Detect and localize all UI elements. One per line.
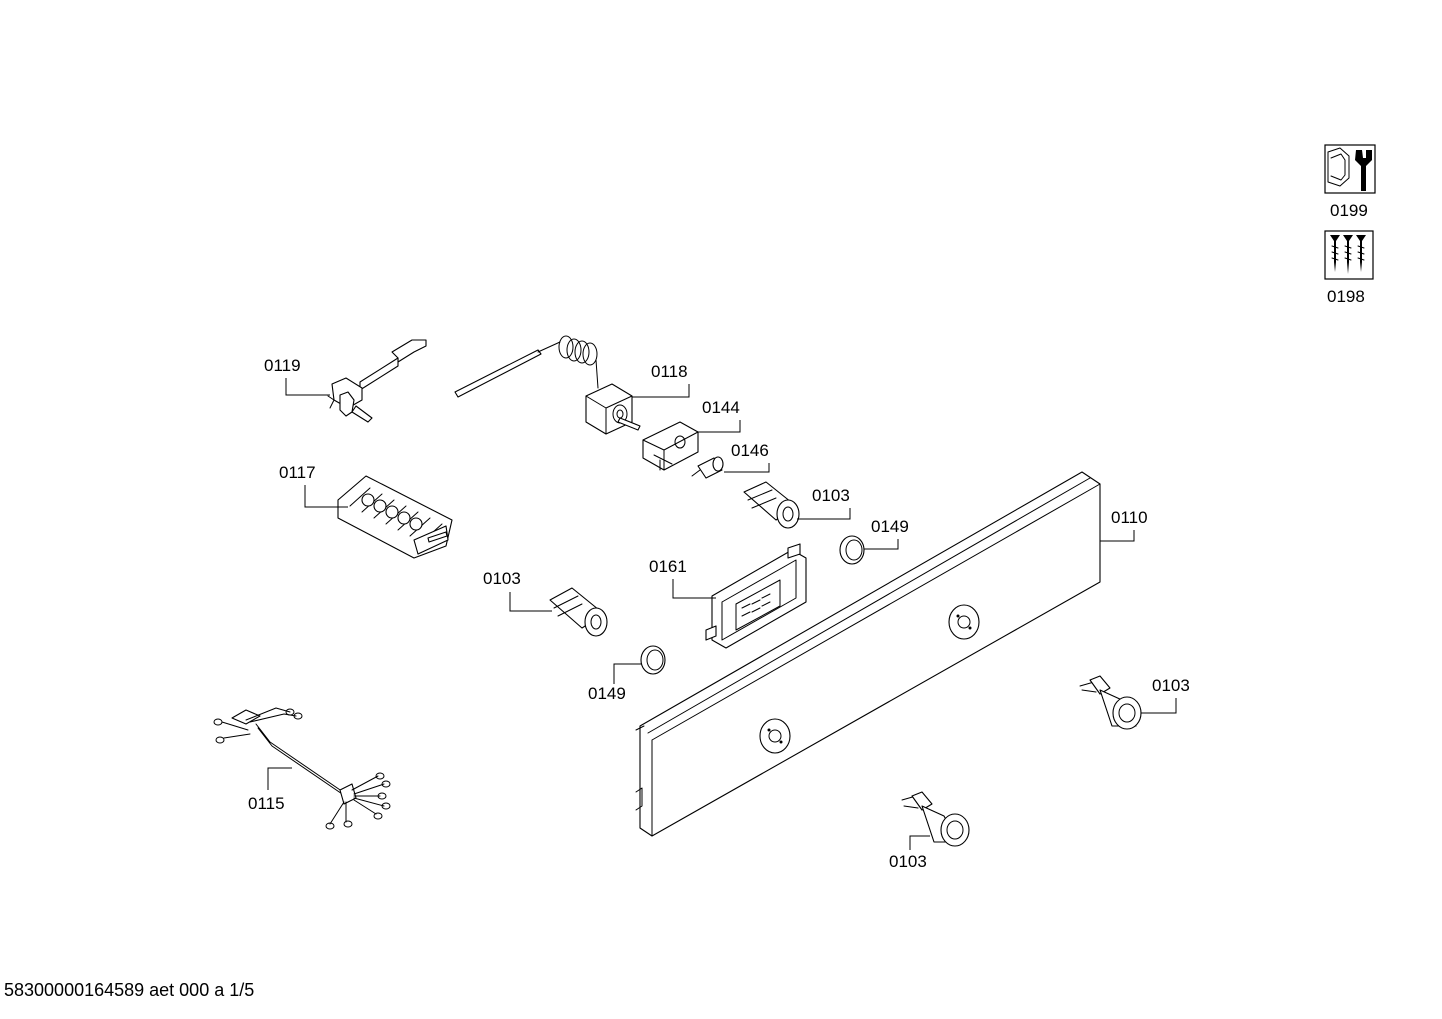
leader-line bbox=[672, 579, 716, 599]
thermostat-drawing bbox=[454, 335, 641, 435]
part-number-label: 0149 bbox=[871, 517, 909, 536]
control-knob-drawing bbox=[743, 481, 800, 529]
leader-line bbox=[304, 485, 348, 508]
nut-and-wrench-icon bbox=[1324, 144, 1376, 194]
leader-line bbox=[1141, 698, 1177, 714]
screws-icon bbox=[1324, 230, 1374, 280]
indicator-lamp-drawing bbox=[691, 456, 724, 479]
leader-line bbox=[909, 835, 930, 850]
leader-line bbox=[613, 663, 641, 684]
control-knob-drawing bbox=[1079, 675, 1142, 730]
leader-line bbox=[1100, 530, 1135, 542]
part-number-label: 0103 bbox=[812, 486, 850, 505]
electronic-timer-module-drawing bbox=[705, 543, 807, 649]
part-number-label: 0103 bbox=[1152, 676, 1190, 695]
leader-line bbox=[864, 539, 899, 550]
selector-switch-drawing bbox=[337, 475, 453, 559]
leader-line bbox=[698, 420, 741, 433]
part-number-label: 0103 bbox=[889, 852, 927, 871]
side-icon-number: 0198 bbox=[1327, 287, 1365, 306]
lamp-holder-drawing bbox=[642, 421, 699, 471]
leader-line bbox=[632, 384, 690, 398]
control-knob-drawing bbox=[549, 587, 608, 637]
part-number-label: 0115 bbox=[248, 794, 285, 813]
thermal-cutout-bracket-drawing bbox=[327, 339, 427, 423]
document-id-footer: 58300000164589 aet 000 a 1/5 bbox=[4, 980, 255, 1000]
leader-line bbox=[509, 592, 552, 612]
part-number-label: 0110 bbox=[1111, 508, 1148, 527]
knob-ring-drawing bbox=[839, 535, 865, 565]
leader-line bbox=[285, 378, 330, 396]
knob-ring-drawing bbox=[640, 645, 666, 675]
control-panel-fascia-drawing bbox=[635, 471, 1101, 837]
leader-line bbox=[724, 463, 770, 473]
part-number-label: 0161 bbox=[649, 557, 687, 576]
leader-line bbox=[267, 767, 292, 790]
part-number-label: 0149 bbox=[588, 684, 626, 703]
wiring-harness-drawing bbox=[213, 707, 391, 830]
side-icon-number: 0199 bbox=[1330, 201, 1368, 220]
part-number-label: 0118 bbox=[651, 362, 688, 381]
part-number-label: 0103 bbox=[483, 569, 521, 588]
part-number-label: 0117 bbox=[279, 463, 316, 482]
leader-line bbox=[797, 508, 851, 520]
control-knob-drawing bbox=[901, 791, 970, 847]
part-number-label: 0146 bbox=[731, 441, 769, 460]
part-number-label: 0119 bbox=[264, 356, 301, 375]
part-number-label: 0144 bbox=[702, 398, 740, 417]
